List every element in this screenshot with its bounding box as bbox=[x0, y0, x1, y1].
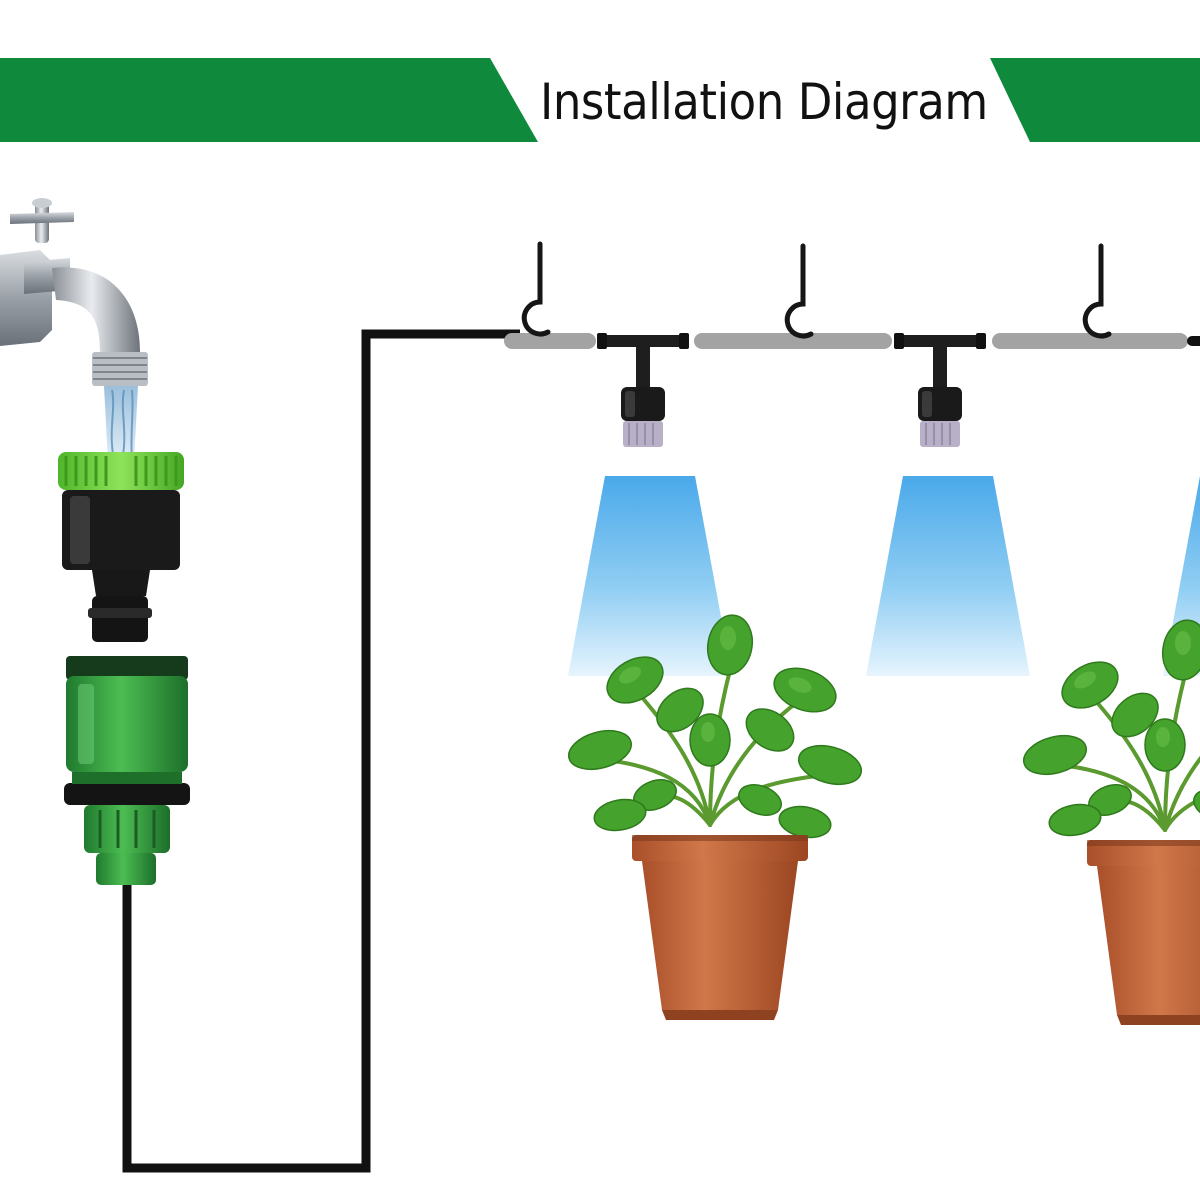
header-banner bbox=[0, 58, 1200, 142]
quick-connector-icon bbox=[64, 656, 190, 885]
supply-hose bbox=[122, 329, 520, 1173]
mist-sprays bbox=[568, 476, 1200, 676]
diagram-title: Installation Diagram bbox=[540, 73, 988, 131]
tube-hooks bbox=[524, 244, 1109, 336]
tap-adapter-icon bbox=[58, 452, 184, 642]
mist-nozzles bbox=[596, 332, 987, 448]
faucet-icon bbox=[0, 198, 148, 462]
